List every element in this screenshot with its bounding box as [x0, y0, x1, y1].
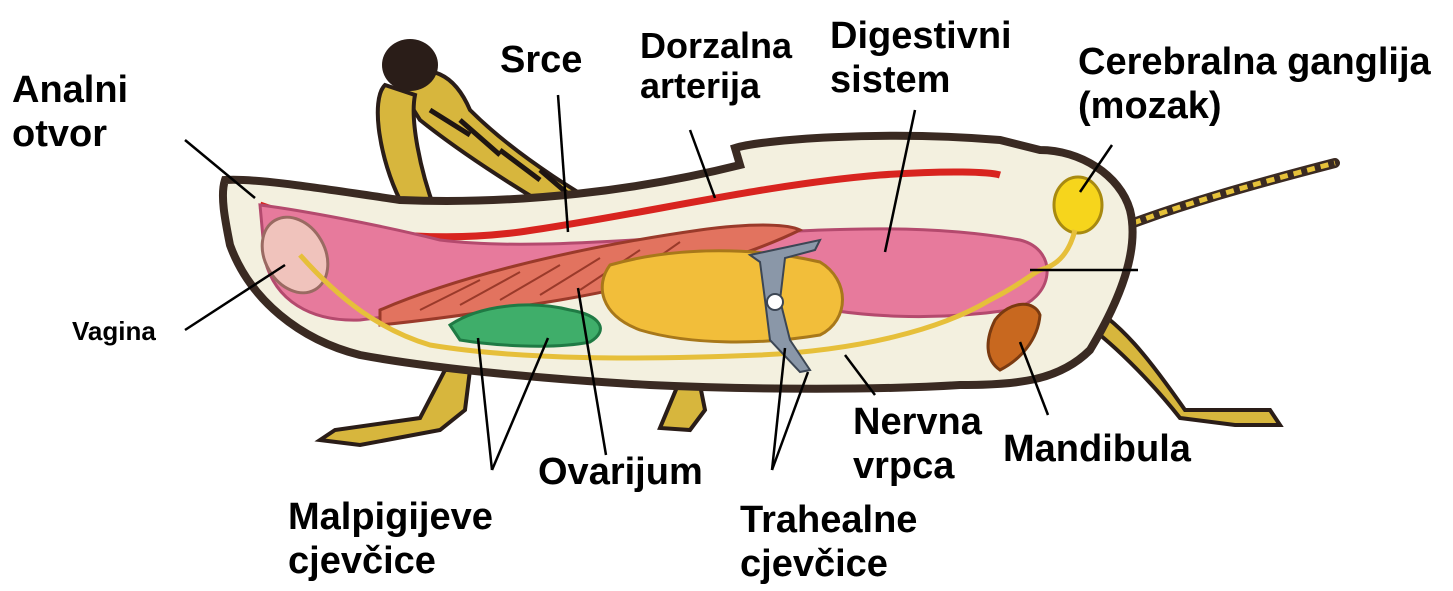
label-malpigijeve-cjevcice-line1: Malpigijeve — [288, 495, 493, 539]
label-cerebralna-ganglija-line1: Cerebralna ganglija — [1078, 40, 1431, 84]
hind-leg-lower — [320, 370, 470, 445]
label-cerebralna-ganglija: Cerebralna ganglija (mozak) — [1078, 40, 1431, 128]
label-vagina: Vagina — [72, 316, 156, 346]
label-trahealne-cjevcice-line2: cjevčice — [740, 542, 917, 586]
label-nervna-vrpca-line1: Nervna — [853, 400, 982, 444]
label-digestivni-sistem-line2: sistem — [830, 58, 1012, 102]
label-malpigijeve-cjevcice-line2: cjevčice — [288, 539, 493, 583]
label-nervna-vrpca-line2: vrpca — [853, 444, 982, 488]
label-analni-otvor: Analni otvor — [12, 68, 128, 156]
label-digestivni-sistem-line1: Digestivni — [830, 14, 1012, 58]
label-mandibula: Mandibula — [1003, 427, 1191, 471]
label-malpigijeve-cjevcice: Malpigijeve cjevčice — [288, 495, 493, 583]
label-srce: Srce — [500, 38, 582, 82]
cerebral-ganglion — [1054, 177, 1102, 233]
label-digestivni-sistem: Digestivni sistem — [830, 14, 1012, 102]
label-cerebralna-ganglija-line2: (mozak) — [1078, 84, 1431, 128]
fat-body — [602, 251, 842, 342]
label-analni-otvor-line2: otvor — [12, 112, 128, 156]
label-dorzalna-arterija-line2: arterija — [640, 66, 792, 106]
label-analni-otvor-line1: Analni — [12, 68, 128, 112]
label-dorzalna-arterija-line1: Dorzalna — [640, 26, 792, 66]
label-trahealne-cjevcice: Trahealne cjevčice — [740, 498, 917, 586]
label-dorzalna-arterija: Dorzalna arterija — [640, 26, 792, 106]
label-nervna-vrpca: Nervna vrpca — [853, 400, 982, 488]
label-ovarijum: Ovarijum — [538, 450, 703, 494]
label-trahealne-cjevcice-line1: Trahealne — [740, 498, 917, 542]
